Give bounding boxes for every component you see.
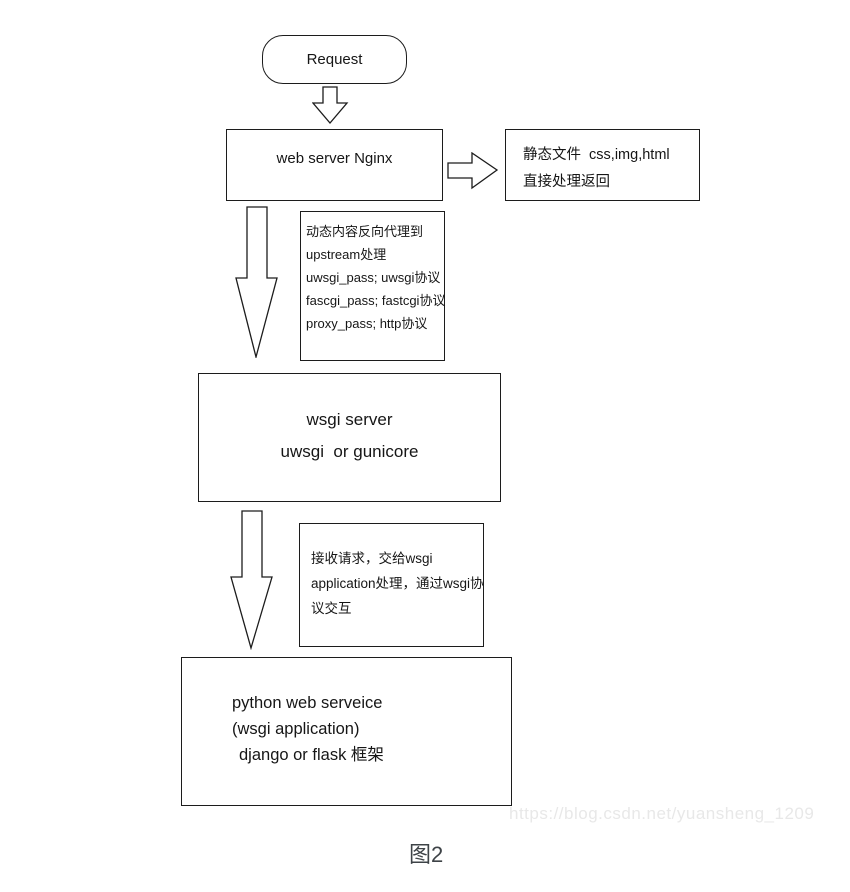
static-files-line-2: 直接处理返回: [523, 174, 610, 190]
static-files-line-1: 静态文件 css,img,html: [523, 147, 670, 163]
proxy-note: 动态内容反向代理到 upstream处理 uwsgi_pass; uwsgi协议…: [300, 211, 445, 361]
python-app-node: python web serveice (wsgi application) d…: [181, 657, 512, 806]
python-app-line-1: python web serveice: [232, 694, 383, 712]
wsgi-note: 接收请求，交给wsgi application处理，通过wsgi协 议交互: [299, 523, 484, 647]
proxy-note-line-5: proxy_pass; http协议: [306, 316, 428, 331]
nginx-label: web server Nginx: [276, 149, 393, 167]
proxy-note-line-3: uwsgi_pass; uwsgi协议: [306, 270, 441, 285]
wsgi-server-line-1: wsgi server: [306, 410, 393, 429]
arrow-wsgi-to-python-icon: [230, 510, 273, 650]
arrow-nginx-to-wsgi-icon: [235, 206, 278, 358]
python-app-line-2: (wsgi application): [232, 720, 360, 738]
proxy-note-line-2: upstream处理: [306, 247, 387, 262]
request-label: Request: [306, 51, 363, 68]
proxy-note-line-1: 动态内容反向代理到: [306, 224, 424, 239]
wsgi-note-line-3: 议交互: [311, 601, 352, 616]
static-files-node: 静态文件 css,img,html 直接处理返回: [505, 129, 700, 201]
proxy-note-line-4: fascgi_pass; fastcgi协议: [306, 293, 446, 308]
nginx-node: web server Nginx: [226, 129, 443, 201]
wsgi-server-line-2: uwsgi or gunicore: [280, 442, 419, 461]
wsgi-note-line-2: application处理，通过wsgi协: [311, 576, 484, 591]
arrow-request-to-nginx-icon: [312, 86, 349, 124]
wsgi-server-node: wsgi server uwsgi or gunicore: [198, 373, 501, 502]
arrow-nginx-to-static-icon: [447, 152, 499, 190]
request-node: Request: [262, 35, 407, 84]
watermark-url: https://blog.csdn.net/yuansheng_1209: [509, 804, 815, 823]
figure-caption: 图2: [409, 842, 444, 867]
python-app-line-3: django or flask 框架: [239, 746, 384, 764]
wsgi-note-line-1: 接收请求，交给wsgi: [311, 551, 433, 566]
